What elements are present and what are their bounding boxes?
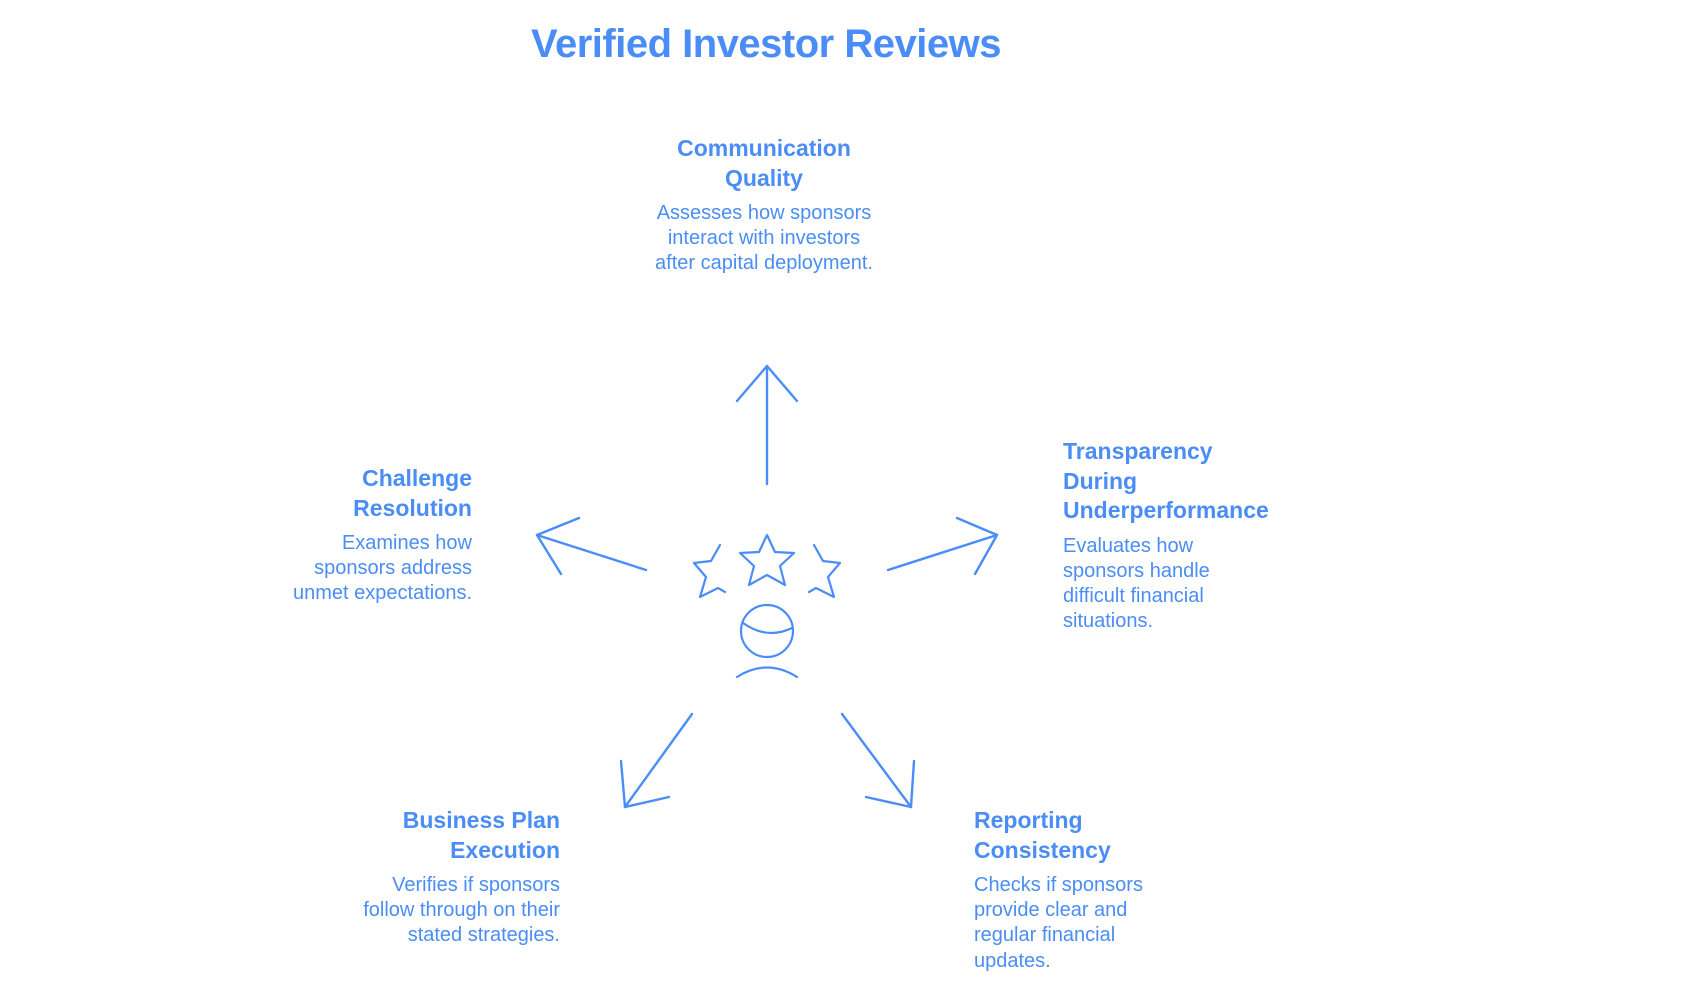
item-communication-quality: Communication Quality Assesses how spons… xyxy=(644,134,884,277)
diagram-title: Verified Investor Reviews xyxy=(531,22,1001,66)
item-transparency: Transparency During Underperformance Eva… xyxy=(1063,437,1293,634)
arrow-down-right-reporting xyxy=(840,712,916,809)
item-heading: Reporting Consistency xyxy=(974,807,1111,863)
arrow-up-communication xyxy=(735,364,799,486)
item-description: Examines how sponsors address unmet expe… xyxy=(293,532,472,605)
item-heading: Business Plan Execution xyxy=(402,807,560,863)
item-description: Checks if sponsors provide clear and reg… xyxy=(974,874,1143,972)
star-icon xyxy=(738,533,796,587)
item-heading: Communication Quality xyxy=(677,135,851,191)
item-business-plan-execution: Business Plan Execution Verifies if spon… xyxy=(350,806,560,949)
item-description: Verifies if sponsors follow through on t… xyxy=(363,874,560,947)
person-head-icon xyxy=(739,603,795,659)
investor-rating-stars-icon xyxy=(692,533,842,679)
arrow-left-challenge xyxy=(535,516,648,576)
arrow-right-transparency xyxy=(886,516,999,576)
star-icon xyxy=(807,543,842,599)
arrow-down-left-business-plan xyxy=(619,712,694,809)
item-description: Evaluates how sponsors handle difficult … xyxy=(1063,534,1210,633)
item-description: Assesses how sponsors interact with inve… xyxy=(655,202,873,275)
star-icon xyxy=(692,543,727,599)
item-challenge-resolution: Challenge Resolution Examines how sponso… xyxy=(262,464,472,607)
item-heading: Transparency During Underperformance xyxy=(1063,438,1269,523)
item-heading: Challenge Resolution xyxy=(353,465,472,521)
item-reporting-consistency: Reporting Consistency Checks if sponsors… xyxy=(974,806,1184,974)
person-shoulders-icon xyxy=(735,666,799,679)
